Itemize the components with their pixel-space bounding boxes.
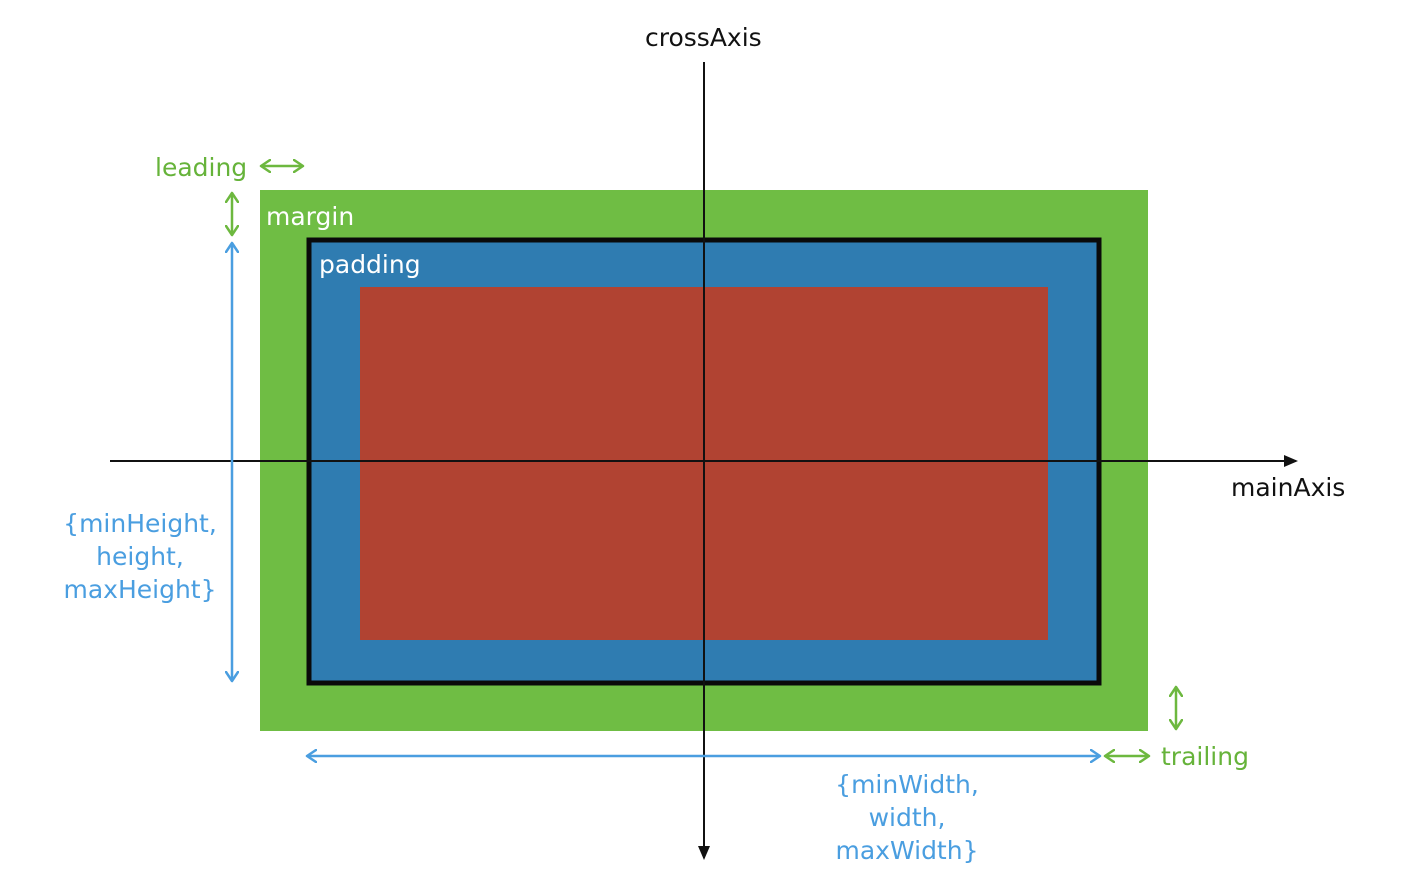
width-constraints-label: {minWidth, width, maxWidth} xyxy=(827,768,987,867)
height-line-2: height, xyxy=(96,542,184,571)
width-line-1: {minWidth, xyxy=(835,770,979,799)
height-line-3: maxHeight} xyxy=(63,575,217,604)
width-line-2: width, xyxy=(868,803,946,832)
padding-label: padding xyxy=(319,250,421,279)
margin-label: margin xyxy=(266,202,355,231)
trailing-label: trailing xyxy=(1161,742,1249,771)
leading-label: leading xyxy=(155,153,248,182)
cross-axis-label: crossAxis xyxy=(645,23,762,52)
width-line-3: maxWidth} xyxy=(835,836,979,865)
height-line-1: {minHeight, xyxy=(63,509,217,538)
height-constraints-label: {minHeight, height, maxHeight} xyxy=(62,507,218,606)
main-axis-label: mainAxis xyxy=(1231,473,1346,502)
